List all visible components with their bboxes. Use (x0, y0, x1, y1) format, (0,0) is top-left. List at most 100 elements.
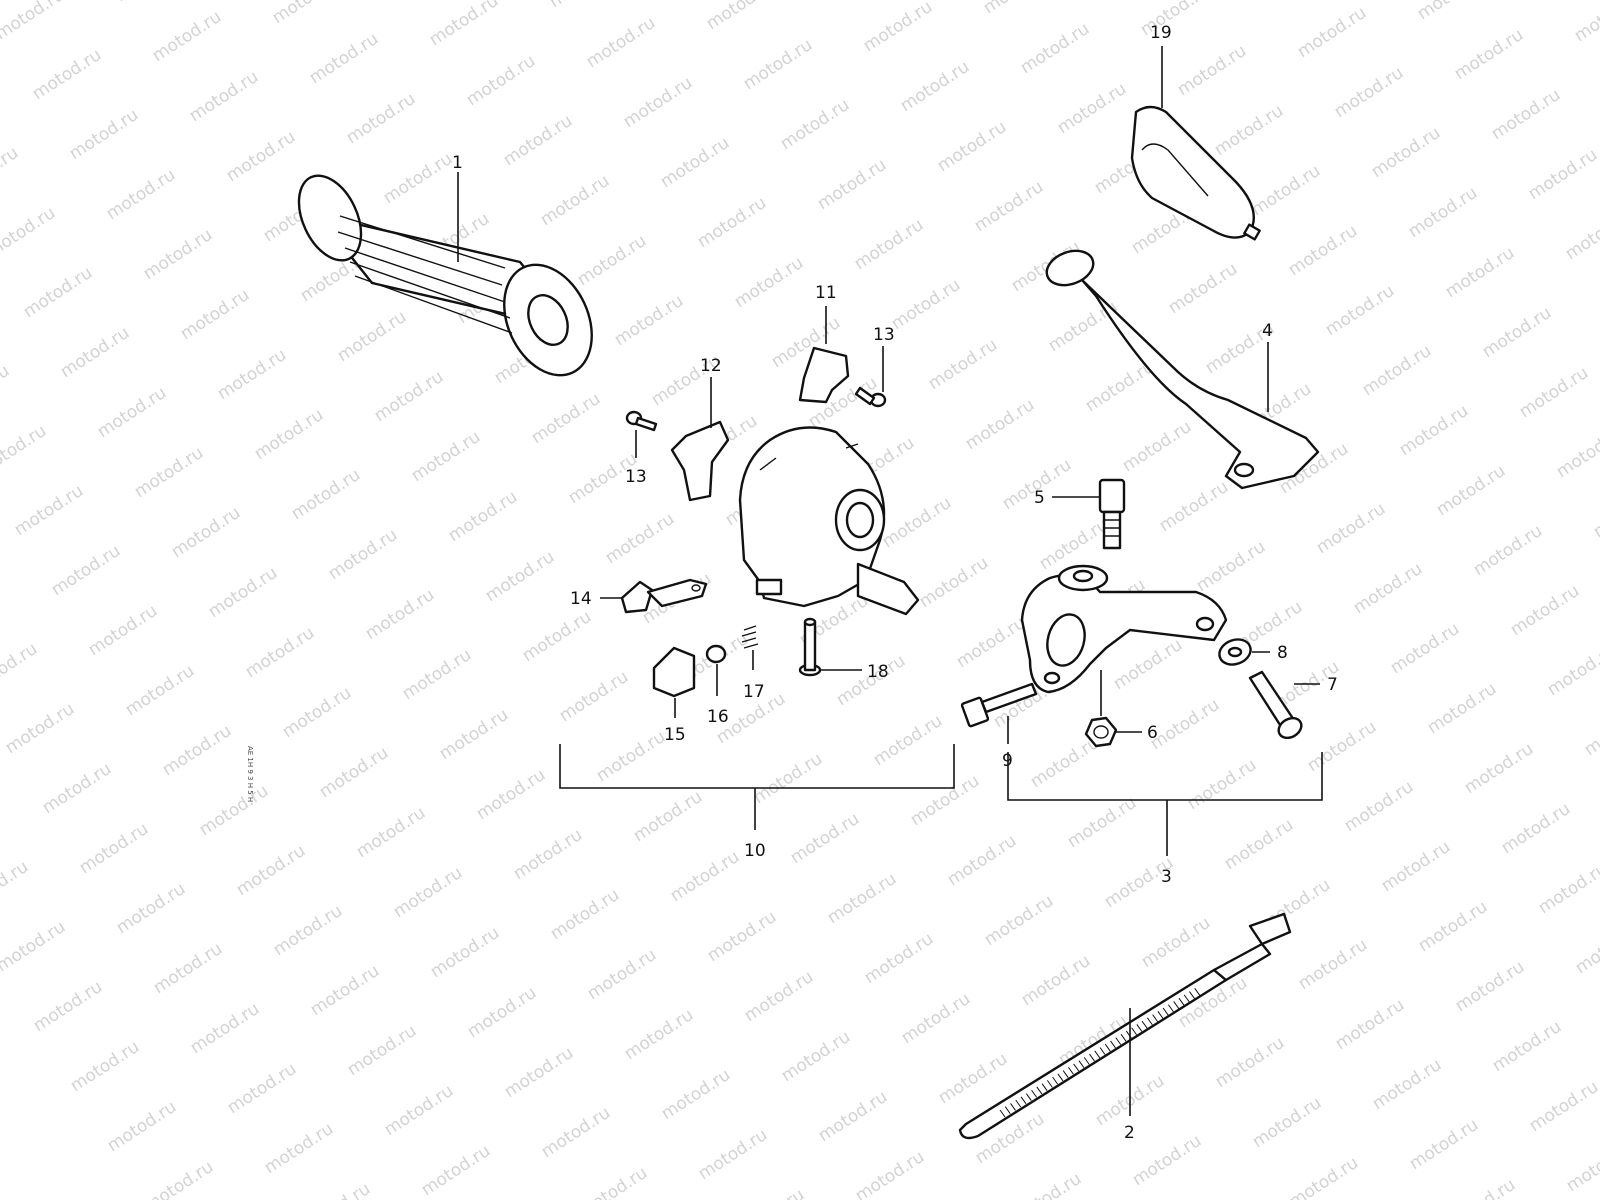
tie-tooth (1183, 994, 1190, 1003)
watermark-text: motod.ru (1322, 281, 1398, 340)
watermark-text: motod.ru (251, 405, 327, 464)
tie-tooth (1083, 1057, 1090, 1065)
tie-tooth (1178, 997, 1185, 1006)
watermark-text: motod.ru (1295, 935, 1371, 994)
callout-16: 16 (707, 707, 729, 727)
tie-tooth (1015, 1099, 1022, 1108)
callout-labels: 1 19 4 5 11 13 12 13 14 15 16 17 18 8 7 … (452, 23, 1338, 1143)
watermark-text: motod.ru (1350, 559, 1426, 618)
watermark-text: motod.ru (1433, 461, 1509, 520)
watermark-text: motod.ru (1572, 919, 1600, 978)
tie-tooth (1078, 1060, 1085, 1068)
watermark-text: motod.ru (1405, 183, 1481, 242)
watermark-text: motod.ru (1341, 777, 1417, 836)
watermark-text: motod.ru (233, 841, 309, 900)
side-note: AE 1H 9 3 H 5 H (246, 746, 254, 802)
watermark-text: motod.ru (657, 133, 733, 192)
watermark-text: motod.ru (621, 1005, 697, 1064)
watermark-text: motod.ru (925, 335, 1001, 394)
watermark-text: motod.ru (1294, 3, 1370, 62)
watermark-text: motod.ru (1064, 793, 1140, 852)
watermark-text: motod.ru (223, 127, 299, 186)
watermark-text: motod.ru (1488, 85, 1564, 144)
watermark-text: motod.ru (695, 1125, 771, 1184)
watermark-text: motod.ru (1406, 1115, 1482, 1174)
tie-tooth (1194, 987, 1201, 996)
watermark-text: motod.ru (316, 743, 392, 802)
screw-part-13b (854, 386, 887, 408)
watermark-text: motod.ru (343, 89, 419, 148)
grip-part-1 (297, 174, 593, 377)
watermark-text: motod.ru (325, 525, 401, 584)
watermark-text: motod.ru (1451, 25, 1527, 84)
watermark-text: motod.ru (196, 781, 272, 840)
tie-tooth (1062, 1070, 1069, 1078)
watermark-text: motod.ru (1137, 0, 1213, 40)
tie-tooth (1041, 1083, 1048, 1091)
watermark-text: motod.ru (1138, 913, 1214, 972)
watermark-text: motod.ru (602, 509, 678, 568)
watermark-text: motod.ru (353, 803, 429, 862)
tie-tooth (1152, 1014, 1159, 1022)
watermark-text: motod.ru (501, 1043, 577, 1102)
watermark-text: motod.ru (1286, 1153, 1362, 1200)
watermark-text: motod.ru (1544, 641, 1600, 700)
watermark-text: motod.ru (814, 155, 890, 214)
ball-part-16 (705, 644, 727, 664)
callout-15: 15 (664, 725, 686, 745)
watermark-text: motod.ru (371, 367, 447, 426)
watermark-text: motod.ru (500, 111, 576, 170)
tie-tooth (1099, 1047, 1106, 1055)
watermark-text: motod.ru (464, 983, 540, 1042)
watermark-text: motod.ru (547, 885, 623, 944)
watermark-text: motod.ru (584, 945, 660, 1004)
watermark-text: motod.ru (740, 35, 816, 94)
callout-17: 17 (743, 682, 765, 702)
watermark-text: motod.ru (1424, 679, 1500, 738)
tie-tooth (1120, 1034, 1127, 1042)
watermark-text: motod.ru (934, 117, 1010, 176)
watermark-text: motod.ru (436, 705, 512, 764)
watermark-text: motod.ru (159, 721, 235, 780)
watermark-text: motod.ru (269, 0, 345, 28)
watermark-text: motod.ru (658, 1065, 734, 1124)
watermark-text: motod.ru (205, 563, 281, 622)
callout-18: 18 (867, 662, 889, 682)
watermark-text: motod.ru (861, 929, 937, 988)
watermark-text: motod.ru (1257, 0, 1333, 2)
callout-7: 7 (1327, 675, 1338, 695)
watermark-text: motod.ru (667, 847, 743, 906)
watermark-text: motod.ru (1443, 1175, 1519, 1200)
watermark-text: motod.ru (1387, 619, 1463, 678)
watermark-text: motod.ru (0, 203, 59, 262)
watermark-text: motod.ru (0, 143, 22, 202)
watermark-text: motod.ru (787, 809, 863, 868)
watermark-text: motod.ru (94, 383, 170, 442)
watermark-text: motod.ru (888, 275, 964, 334)
watermark-text: motod.ru (1581, 701, 1600, 760)
watermark-text: motod.ru (981, 891, 1057, 950)
screw-part-18 (798, 617, 822, 677)
watermark-text: motod.ru (399, 645, 475, 704)
watermark-text: motod.ru (0, 857, 32, 916)
tie-tooth (1004, 1106, 1011, 1115)
watermark-text: motod.ru (306, 29, 382, 88)
watermark-text: motod.ru (519, 607, 595, 666)
watermark-text: motod.ru (703, 0, 779, 34)
watermark-text: motod.ru (1009, 1169, 1085, 1200)
watermark-text: motod.ru (1470, 521, 1546, 580)
watermark-text: motod.ru (473, 765, 549, 824)
watermark-text: motod.ru (1212, 1033, 1288, 1092)
watermark-text: motod.ru (1396, 401, 1472, 460)
callout-14: 14 (570, 589, 592, 609)
watermark-text: motod.ru (30, 977, 106, 1036)
watermark-text: motod.ru (1156, 477, 1232, 536)
tie-tooth (1173, 1001, 1180, 1009)
watermark-text: motod.ru (426, 0, 502, 50)
tie-tooth (1094, 1050, 1101, 1059)
tie-tooth (1036, 1086, 1043, 1095)
watermark-text: motod.ru (1304, 717, 1380, 776)
lever-part-4 (1045, 249, 1320, 490)
watermark-text: motod.ru (1414, 0, 1490, 24)
watermark-text: motod.ru (1221, 815, 1297, 874)
